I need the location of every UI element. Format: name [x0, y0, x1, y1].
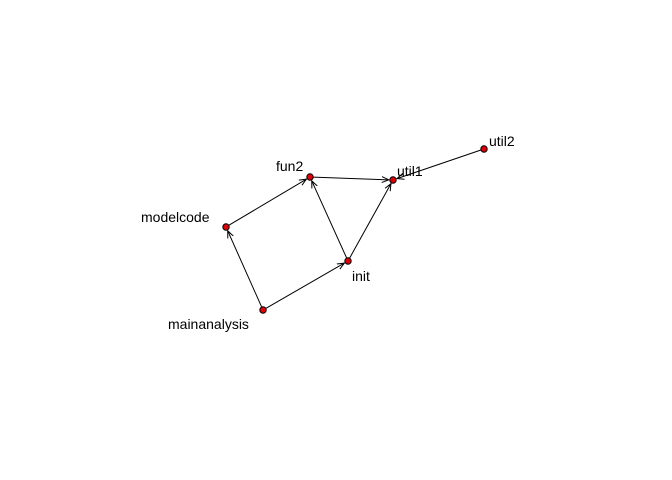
edge-mainanalysis-modelcode — [228, 231, 263, 308]
node-label-mainanalysis: mainanalysis — [168, 316, 249, 332]
node-fun2 — [306, 173, 314, 181]
edges-layer — [228, 149, 482, 309]
edge-init-util1 — [349, 184, 391, 259]
nodes-layer — [222, 145, 488, 314]
edge-fun2-util1 — [313, 177, 389, 180]
edge-modelcode-fun2 — [228, 179, 307, 226]
node-util1 — [389, 176, 397, 184]
edge-util2-util1 — [397, 149, 482, 179]
node-label-util1: util1 — [397, 163, 423, 179]
node-label-init: init — [352, 268, 370, 284]
node-util2 — [480, 145, 488, 153]
labels-layer: mainanalysis modelcode init fun2 util1 util2 — [141, 133, 515, 332]
node-label-util2: util2 — [489, 133, 515, 149]
node-label-modelcode: modelcode — [141, 209, 210, 225]
node-mainanalysis — [259, 306, 267, 314]
edge-mainanalysis-init — [265, 263, 345, 309]
node-modelcode — [222, 223, 230, 231]
node-label-fun2: fun2 — [276, 158, 303, 174]
edge-init-fun2 — [312, 181, 348, 259]
node-init — [344, 257, 352, 265]
